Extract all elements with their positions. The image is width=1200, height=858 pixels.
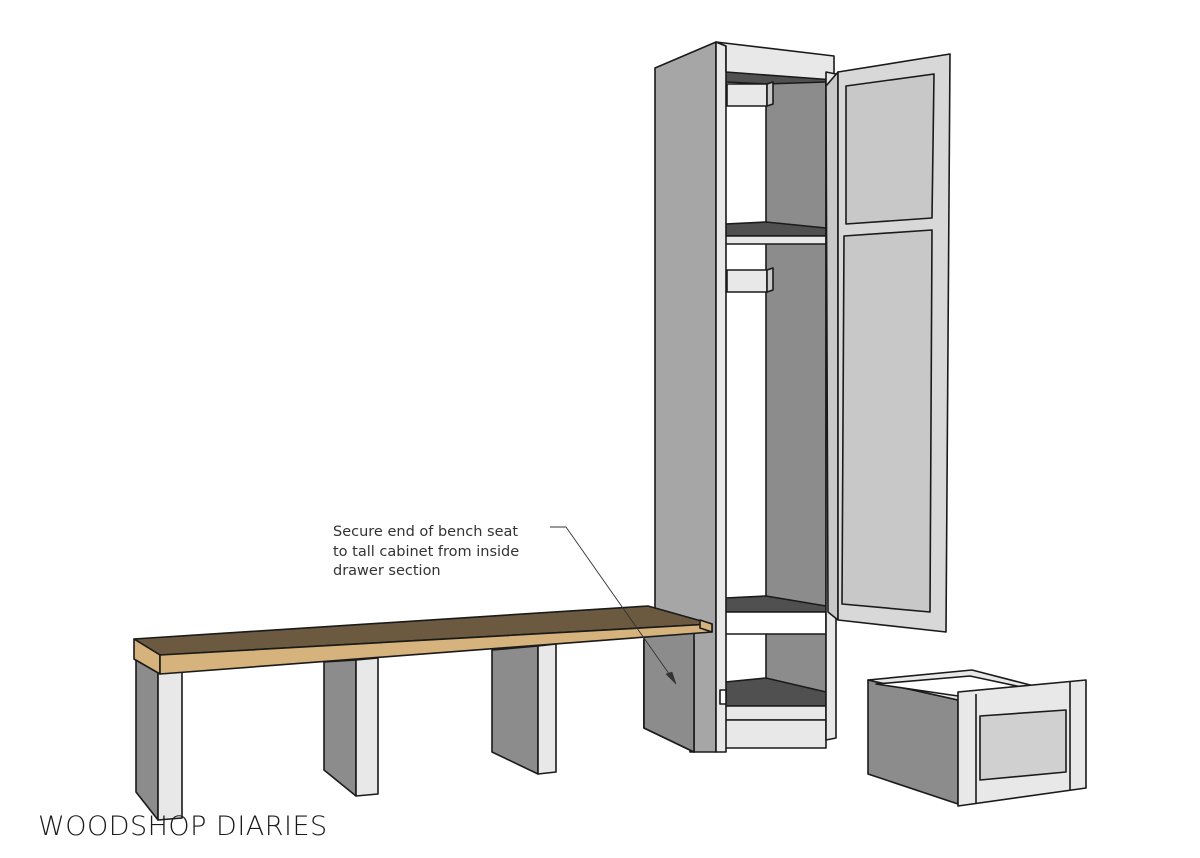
bench-leg-2-side bbox=[323, 659, 357, 797]
bench bbox=[133, 605, 713, 821]
bench-leg-3-side bbox=[491, 645, 539, 775]
leader-line bbox=[550, 526, 673, 679]
annotation-leader bbox=[550, 526, 677, 685]
cabinet-door-lower-panel bbox=[841, 229, 933, 613]
drawer-left-side bbox=[867, 679, 959, 805]
bench-seat-right-end bbox=[699, 619, 713, 633]
cabinet-top-cleat-side bbox=[766, 81, 774, 107]
cabinet-door-edge bbox=[825, 71, 839, 621]
bench-leg-1-front bbox=[157, 671, 183, 821]
bench-leg-far bbox=[643, 631, 695, 753]
bench-leg-1-side bbox=[135, 657, 159, 821]
callout-line-1: Secure end of bench seat bbox=[333, 524, 519, 540]
cabinet-base-rail bbox=[721, 719, 827, 749]
drawer-front-panel bbox=[979, 709, 1067, 781]
cabinet-face-frame-left bbox=[715, 41, 727, 753]
callout-line-2: to tall cabinet from inside bbox=[333, 543, 520, 560]
brand-logo-text: WOODSHOP DIARIES bbox=[38, 811, 328, 842]
bench-leg-3-front bbox=[537, 643, 557, 775]
callout-line-3: drawer section bbox=[333, 563, 441, 579]
callout-text: Secure end of bench seat to tall cabinet… bbox=[333, 523, 563, 582]
cabinet-door bbox=[825, 53, 951, 633]
cabinet-hinge bbox=[719, 689, 727, 705]
cabinet-top-cleat bbox=[726, 83, 768, 107]
cabinet-door-upper-panel bbox=[845, 73, 935, 225]
cabinet-middle-shelf-edge bbox=[724, 235, 827, 245]
bench-leg-2-front bbox=[355, 657, 379, 797]
cabinet-middle-cleat-side bbox=[766, 267, 774, 293]
leader-arrowhead bbox=[665, 671, 677, 685]
cabinet-lower-shelf-edge bbox=[724, 611, 827, 635]
cabinet-bottom-rail bbox=[724, 705, 827, 721]
cabinet-middle-cleat bbox=[726, 269, 768, 293]
cabinet-face-frame-top bbox=[715, 41, 835, 81]
drawer bbox=[867, 669, 1087, 807]
